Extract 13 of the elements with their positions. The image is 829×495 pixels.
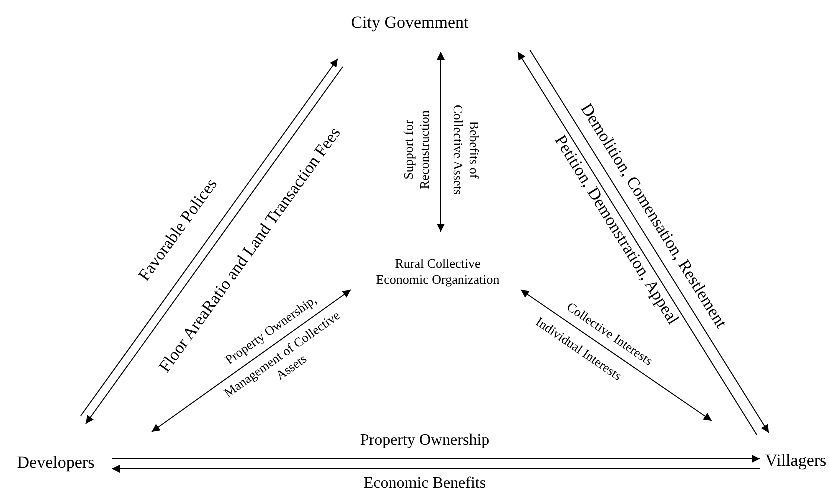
edge-label: Economic Benefits	[362, 474, 488, 494]
actor-label: Developers	[16, 450, 96, 476]
arrow	[112, 455, 760, 463]
actor-label: Rural Collective Economic Organization	[368, 256, 508, 288]
arrow	[520, 290, 712, 422]
arrow	[437, 52, 445, 232]
actor-label: City Govemment	[330, 10, 490, 36]
edge-label: Support for Reconstruction	[401, 110, 433, 192]
arrow	[112, 465, 760, 473]
label-text: Bebefits of Collective Assets	[450, 104, 482, 197]
actor-label: Villagers	[764, 448, 828, 474]
edge-label: Property Ownership	[359, 431, 491, 451]
arrow	[152, 290, 352, 432]
